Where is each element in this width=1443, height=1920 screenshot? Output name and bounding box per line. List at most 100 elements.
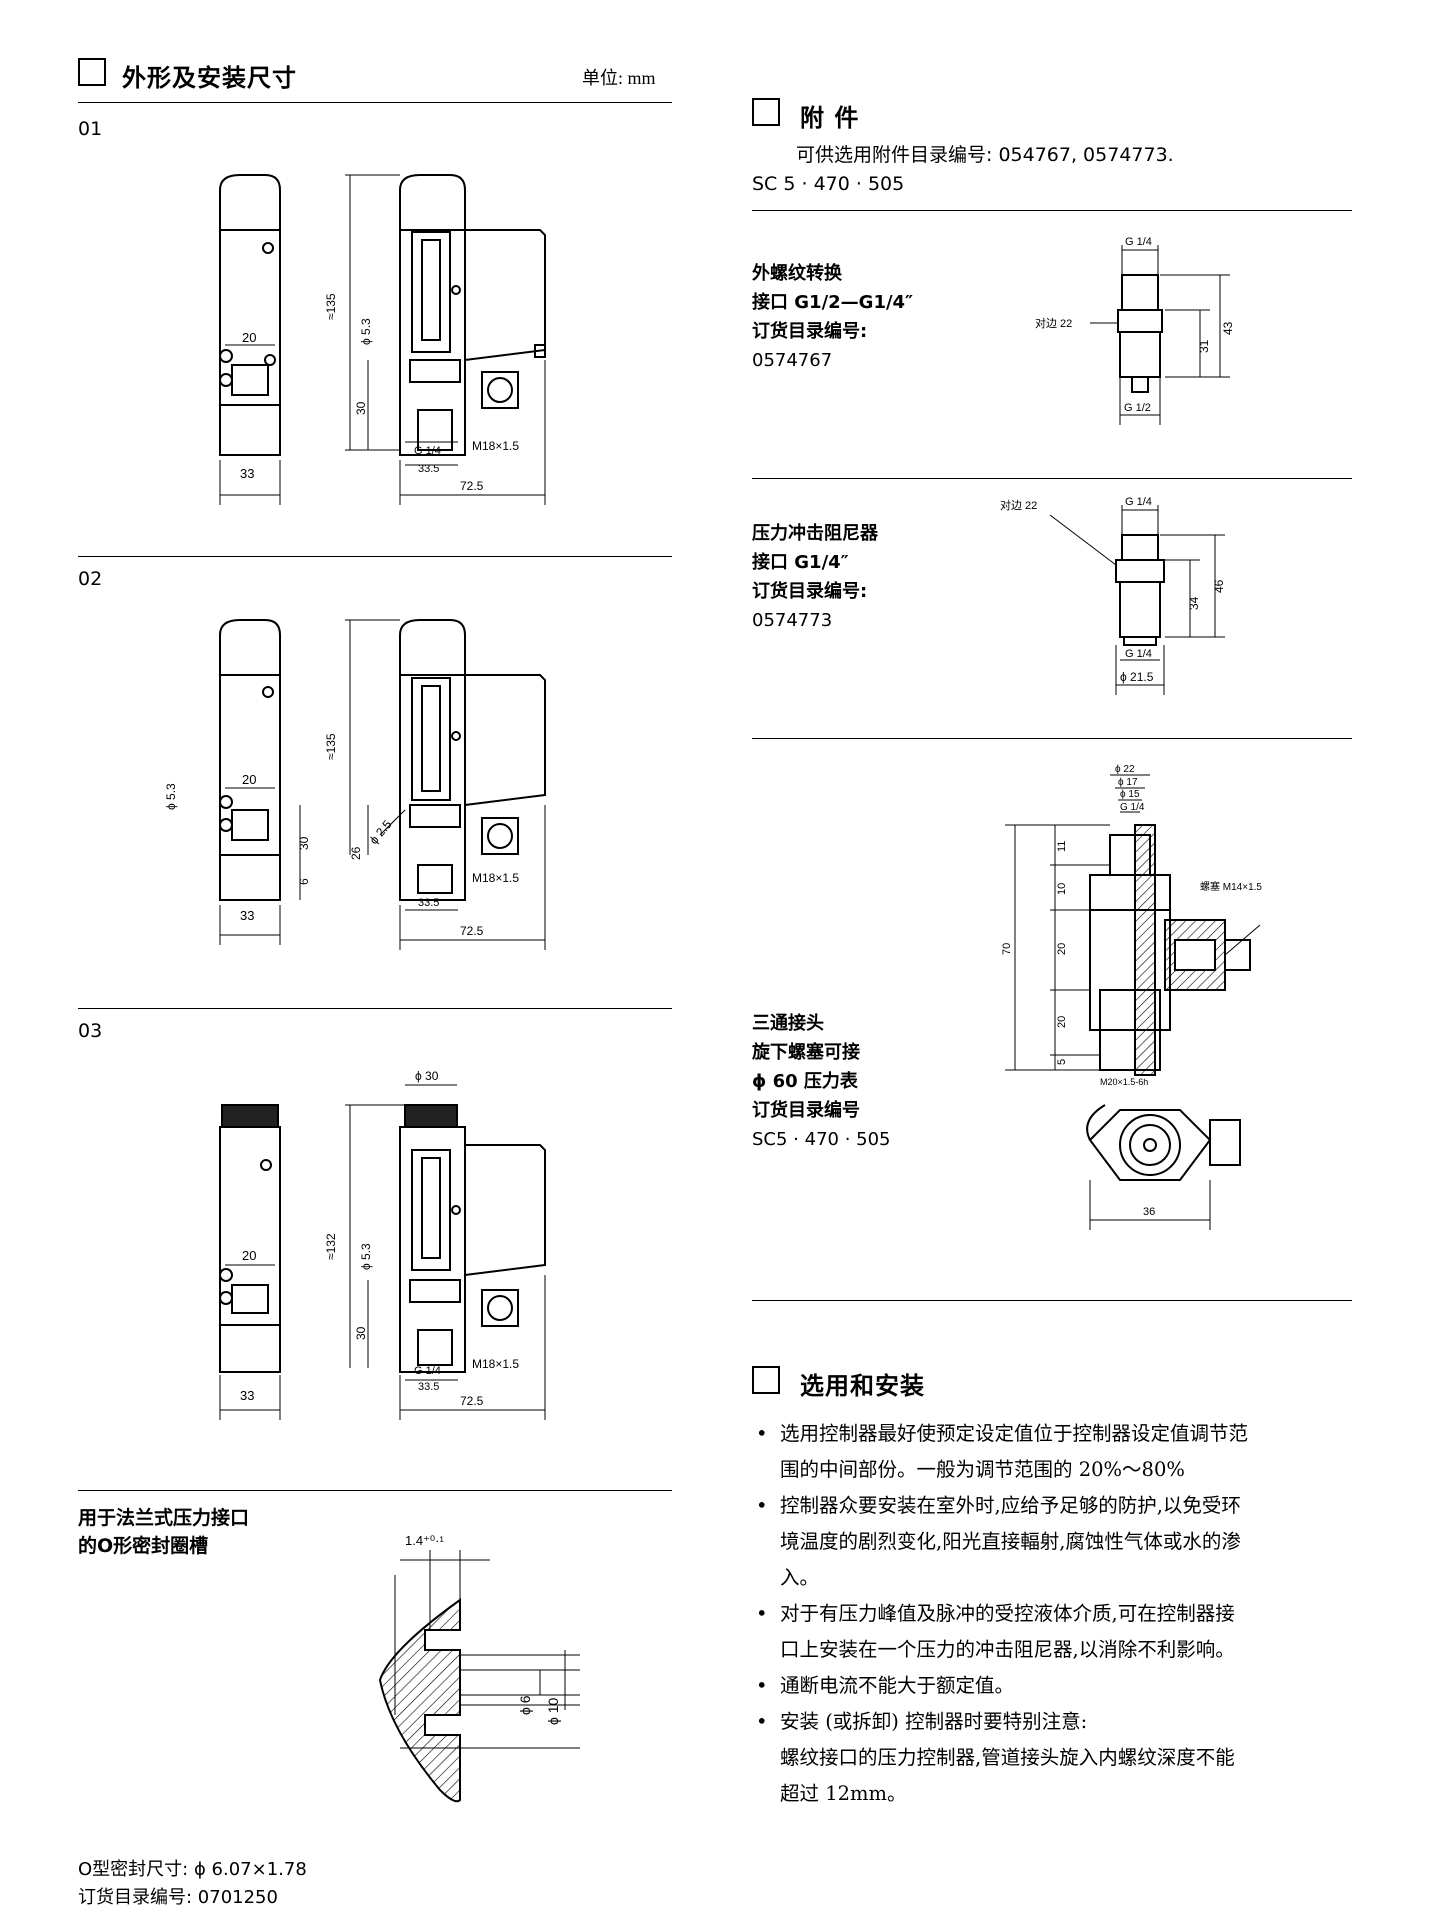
list-item: •对于有压力峰值及脉冲的受控液体介质,可在控制器接 [752,1596,1352,1632]
oring-size: O型密封尺寸: ϕ 6.07×1.78 [78,1859,307,1880]
figure-03-drawing: ϕ 30 33 20 ≈132 ϕ 5.3 30 G 1/4 33.5 72.5… [219,1069,546,1420]
bullet-icon: • [756,1674,768,1697]
item3-dim-h11: 11 [1056,841,1068,852]
figure-01-drawing: 33 20 ≈135 ϕ 5.3 30 G 1/4 33.5 72.5 M18×… [219,174,546,505]
oring-title-line1: 用于法兰式压力接口 [78,1507,250,1529]
dim-h26: 26 [349,846,363,860]
item2-drawing: 对边 22 G 1/4 34 46 G 1/4 ϕ 21.5 [1000,496,1226,695]
list-item: 入。 [780,1566,820,1589]
accessories-line1: 可供选用附件目录编号: 054767, 0574773. [796,144,1174,166]
dim-w20: 20 [242,330,256,345]
dim-w33: 33 [240,1388,254,1403]
dim-g14: G 1/4 [414,445,441,457]
dim-d30: ϕ 30 [415,1069,439,1083]
selection-list: •选用控制器最好使预定设定值位于控制器设定值调节范 围的中间部份。一般为调节范围… [752,1416,1352,1812]
dim-h132: ≈132 [324,1233,338,1260]
item2-dim-g14: G 1/4 [1125,496,1152,508]
dim-w33: 33 [240,908,254,923]
item1-line4: 0574767 [752,350,833,371]
item3-dim-h10: 10 [1056,883,1068,895]
dim-g14: G 1/4 [414,1365,441,1377]
item1-dim-h43: 43 [1221,321,1235,335]
bullet-icon: • [756,1710,768,1733]
divider [78,1490,672,1491]
section-title-accessories: 附 件 [800,104,860,132]
dim-m18: M18×1.5 [472,871,519,885]
item2-line3: 订货目录编号: [752,581,868,602]
item1-dim-g12: G 1/2 [1124,402,1151,414]
item3-dim-w36: 36 [1143,1206,1155,1218]
figure-label-01: 01 [78,118,103,140]
list-item: 口上安装在一个压力的冲击阻尼器,以消除不利影响。 [780,1638,1235,1661]
dim-w725: 72.5 [460,479,484,493]
section-checkbox-selection [752,1366,780,1394]
list-item: 围的中间部份。一般为调节范围的 20%～80% [780,1458,1185,1481]
item2-dim-g14b: G 1/4 [1125,648,1152,660]
item3-line1: 三通接头 [752,1013,824,1034]
dim-h30: 30 [354,401,368,415]
item3-dim-d17: ϕ 17 [1118,777,1138,788]
dim-w725: 72.5 [460,924,484,938]
divider [78,556,672,557]
dim-m18: M18×1.5 [472,1357,519,1371]
item2-line2: 接口 G1/4″ [752,552,849,573]
divider [752,1300,1352,1301]
item3-dim-h5: 5 [1056,1059,1068,1065]
list-item: 螺纹接口的压力控制器,管道接头旋入内螺纹深度不能 [780,1746,1235,1769]
item1-line2: 接口 G1/2—G1/4″ [752,292,914,313]
list-item: •通断电流不能大于额定值。 [752,1668,1352,1704]
item1-dim-g14: G 1/4 [1125,236,1152,248]
oring-dim-d10: ϕ 10 [545,1697,561,1725]
dim-h6: 6 [297,878,311,885]
dim-h135: ≈135 [324,733,338,760]
item3-line4: 订货目录编号 [752,1100,860,1121]
dim-w20: 20 [242,1248,256,1263]
bullet-icon: • [756,1494,768,1517]
oring-dim-d6: ϕ 6 [517,1695,533,1715]
item3-dim-d15: ϕ 15 [1120,789,1140,800]
item1-line1: 外螺纹转换 [752,263,842,284]
dim-w20: 20 [242,772,256,787]
divider [752,210,1352,211]
dim-h30: 30 [354,1326,368,1340]
item3-line2: 旋下螺塞可接 [752,1042,860,1063]
item3-dim-h20b: 20 [1056,1016,1068,1028]
bullet-icon: • [756,1602,768,1625]
oring-groove-drawing: 1.4⁺⁰·¹ ϕ 6 ϕ 10 [378,1533,580,1803]
dim-w725: 72.5 [460,1394,484,1408]
dim-h135: ≈135 [324,293,338,320]
accessories-line2: SC 5 · 470 · 505 [752,173,905,195]
dim-d53: ϕ 5.3 [359,1243,373,1270]
divider [752,478,1352,479]
item3-line3: ϕ 60 压力表 [752,1071,858,1092]
item3-dim-g14: G 1/4 [1120,802,1145,813]
dim-w335: 33.5 [418,897,439,909]
item2-line4: 0574773 [752,610,833,631]
item3-dim-plug: 螺塞 M14×1.5 [1200,880,1262,893]
item3-drawing: ϕ 22 ϕ 17 ϕ 15 G 1/4 螺塞 M14×1.5 11 10 20… [1001,764,1262,1230]
oring-dim-top: 1.4⁺⁰·¹ [405,1533,444,1548]
dim-w335: 33.5 [418,463,439,475]
item2-dim-side: 对边 22 [1000,498,1037,512]
item1-dim-h31: 31 [1197,339,1211,353]
dim-d53: ϕ 5.3 [164,783,178,810]
dim-d53: ϕ 5.3 [359,318,373,345]
section-checkbox-accessories [752,98,780,126]
section-title-selection: 选用和安装 [800,1372,925,1400]
item3-dim-h20a: 20 [1056,943,1068,955]
divider [78,102,672,103]
item3-dim-d22: ϕ 22 [1115,764,1135,775]
item2-line1: 压力冲击阻尼器 [752,523,878,544]
dim-m18: M18×1.5 [472,439,519,453]
list-item: 境温度的剧烈变化,阳光直接輻射,腐蚀性气体或水的渗 [780,1530,1241,1553]
dim-w33: 33 [240,466,254,481]
item3-dim-h70: 70 [1001,943,1013,955]
item1-line3: 订货目录编号: [752,321,868,342]
divider [78,1008,672,1009]
figure-label-02: 02 [78,568,103,590]
bullet-icon: • [756,1422,768,1445]
item1-dim-side: 对边 22 [1035,316,1072,330]
divider [752,738,1352,739]
figure-label-03: 03 [78,1020,103,1042]
list-item: •控制器众要安装在室外时,应给予足够的防护,以免受环 [752,1488,1352,1524]
